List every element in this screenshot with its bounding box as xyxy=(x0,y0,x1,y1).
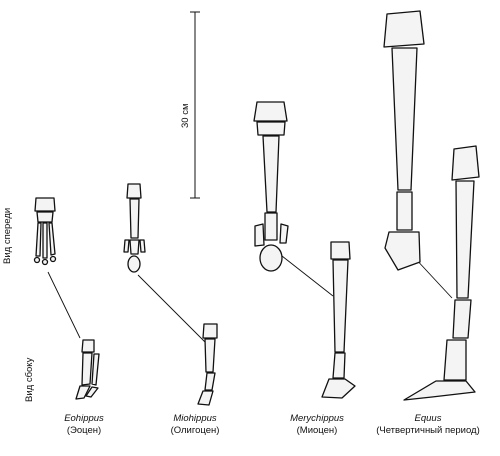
specimen-caption-miohippus: Miohippus (Олигоцен) xyxy=(150,413,240,437)
period-name: (Четвертичный период) xyxy=(376,425,480,436)
miohippus-front-bones xyxy=(123,183,146,273)
genus-name: Merychippus xyxy=(290,413,344,424)
eohippus-front-bones xyxy=(33,197,57,266)
specimen-caption-eohippus: Eohippus (Эоцен) xyxy=(44,413,124,437)
specimen-caption-equus: Equus (Четвертичный период) xyxy=(358,413,498,437)
scale-label: 30 см xyxy=(180,103,191,129)
connector-lines xyxy=(47,255,453,344)
front-view-label: Вид спереди xyxy=(2,207,13,264)
equus-front-bones xyxy=(383,10,425,271)
period-name: (Миоцен) xyxy=(296,425,338,436)
merychippus-side-bones xyxy=(321,241,356,399)
period-name: (Олигоцен) xyxy=(170,425,220,436)
eohippus-side-bones xyxy=(75,339,100,400)
genus-name: Miohippus xyxy=(173,413,217,424)
equus-side-bones xyxy=(403,145,480,401)
merychippus-front-bones xyxy=(253,101,289,272)
specimen-caption-merychippus: Merychippus (Миоцен) xyxy=(272,413,362,437)
miohippus-side-bones xyxy=(197,323,218,406)
period-name: (Эоцен) xyxy=(66,425,102,436)
scale-bar xyxy=(190,11,200,199)
side-view-label: Вид сбоку xyxy=(24,357,35,402)
genus-name: Eohippus xyxy=(64,413,104,424)
genus-name: Equus xyxy=(414,413,442,424)
